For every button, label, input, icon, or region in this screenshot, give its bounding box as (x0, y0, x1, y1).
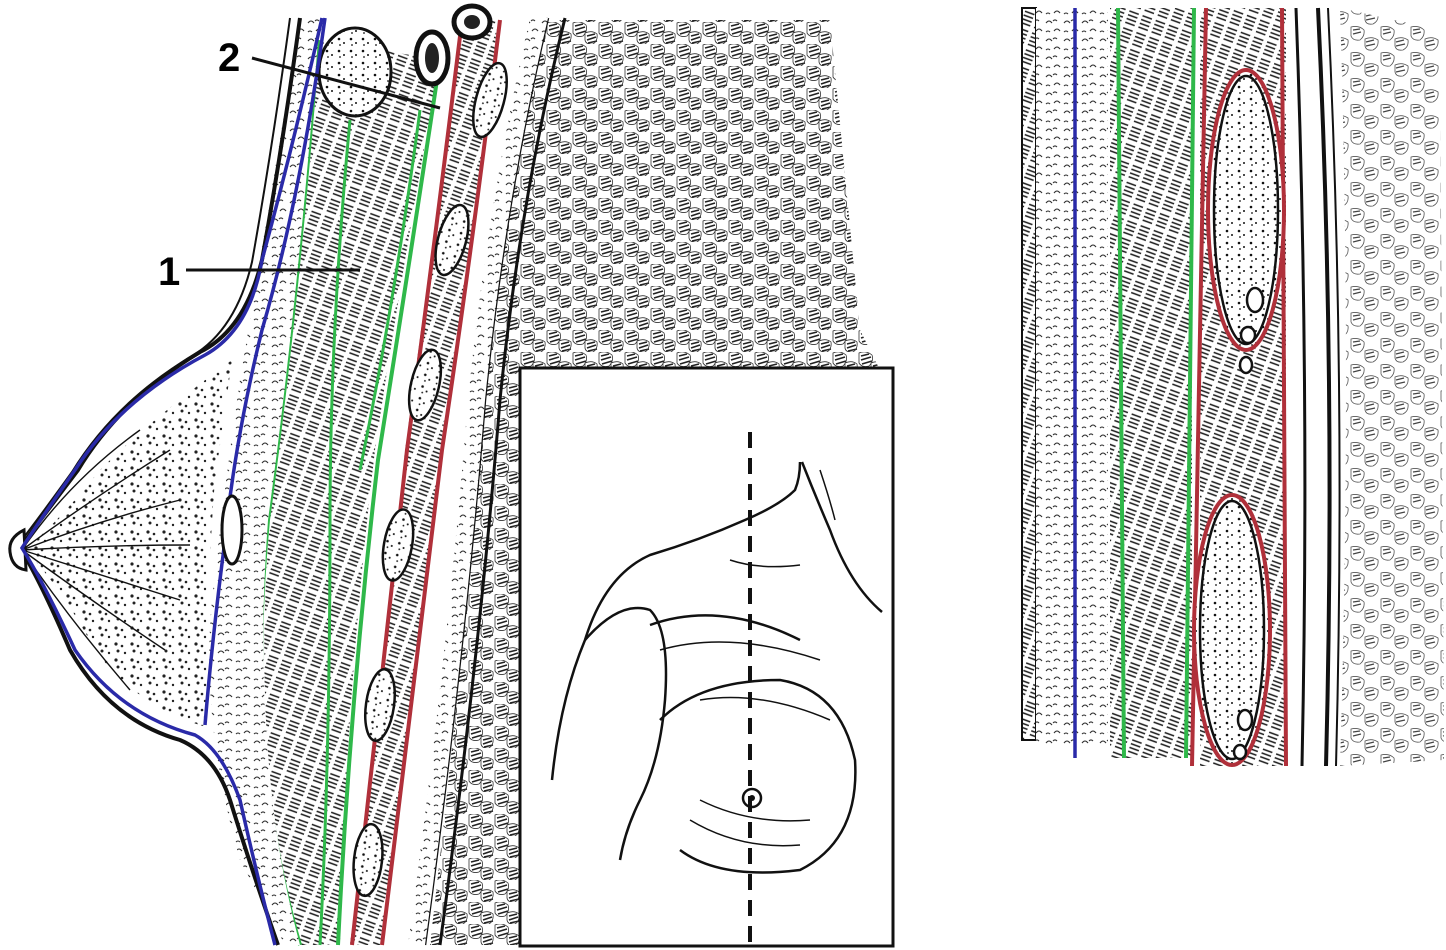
callout-label-1: 1 (158, 252, 180, 292)
inset-frame (520, 368, 893, 946)
mammary-gland (25, 360, 232, 728)
subclavian-vessel (464, 15, 480, 29)
retromammary-vessel (222, 496, 242, 564)
pleura-line (1318, 8, 1330, 766)
lung-tissue-enlarged (1340, 8, 1444, 766)
skin-layer (1022, 8, 1036, 740)
clavicle-section (319, 28, 391, 116)
rib-section-enlarged (1194, 495, 1270, 765)
callout-label-2: 2 (218, 38, 240, 78)
rib-section-enlarged (1208, 70, 1284, 350)
subclavian-vessel (425, 43, 439, 73)
subcutaneous-layer (1036, 8, 1108, 748)
enlarged-chest-wall-panel (1022, 8, 1444, 766)
torso-inset (520, 368, 893, 946)
pleura-line (1296, 8, 1305, 766)
